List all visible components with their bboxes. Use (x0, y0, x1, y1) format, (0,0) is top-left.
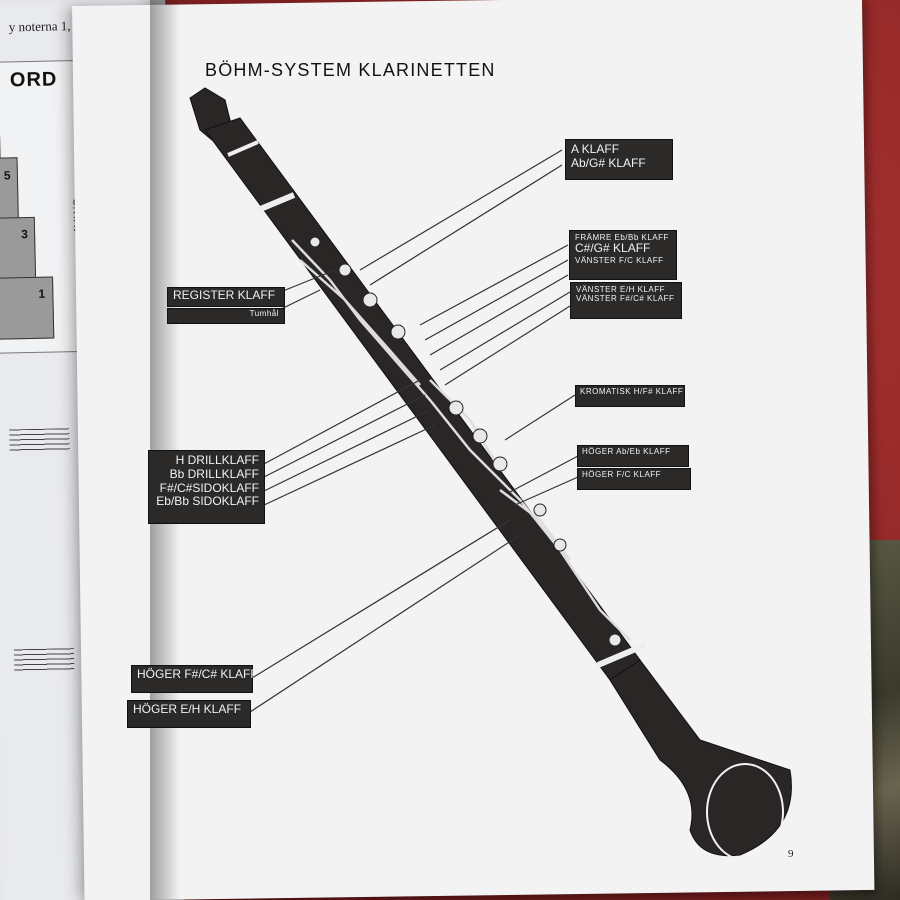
label-tumhal: Tumhål (167, 308, 285, 324)
label-hoger-ab-klaff: HÖGER Ab/Eb KLAFF (577, 445, 689, 467)
label-text: HÖGER Ab/Eb KLAFF (582, 447, 671, 456)
clarinet-body (189, 87, 792, 861)
label-framre-klaff: FRÄMRE Eb/Bb KLAFF C#/G# KLAFF VÄNSTER F… (569, 230, 677, 280)
label-vanster-klaff: VÄNSTER E/H KLAFF VÄNSTER F#/C# KLAFF (570, 282, 682, 319)
tone-holes (309, 236, 622, 647)
bell-rim (706, 763, 784, 861)
page-number: 9 (788, 848, 794, 860)
label-text: VÄNSTER F/C KLAFF (575, 255, 664, 265)
page-title: BÖHM-SYSTEM KLARINETTEN (205, 60, 496, 80)
label-text: A KLAFF (571, 142, 620, 156)
label-a-klaff: A KLAFF Ab/G# KLAFF (565, 139, 673, 180)
label-text: KROMATISK H/F# KLAFF (580, 387, 684, 396)
clarinet-bell (609, 659, 792, 857)
barrel-ring (256, 192, 296, 213)
label-text: HÖGER F#/C# KLAFF (137, 667, 258, 681)
label-drill-sido-klaffar: H DRILLKLAFF Bb DRILLKLAFF F#/C#SIDOKLAF… (148, 450, 265, 524)
bell-ring (596, 642, 647, 668)
label-text: VÄNSTER E/H KLAFF (576, 285, 665, 294)
label-text: H DRILLKLAFF (175, 453, 259, 467)
label-text: Tumhål (249, 309, 279, 318)
label-text: Ab/G# KLAFF (571, 155, 646, 170)
label-text: REGISTER KLAFF (173, 288, 276, 302)
label-text: HÖGER E/H KLAFF (133, 702, 242, 716)
label-hoger-eh-klaff: HÖGER E/H KLAFF (127, 700, 251, 728)
label-text: HÖGER F/C KLAFF (582, 470, 662, 479)
label-text: Bb DRILLKLAFF (169, 466, 259, 481)
label-text: F#/C#SIDOKLAFF (159, 480, 259, 495)
label-kromatisk-klaff: KROMATISK H/F# KLAFF (575, 385, 685, 407)
label-text: VÄNSTER F#/C# KLAFF (576, 294, 675, 304)
label-hoger-fs-klaff: HÖGER F#/C# KLAFF (131, 665, 258, 693)
label-register-klaff: REGISTER KLAFF (167, 287, 285, 307)
leader-lines (249, 149, 579, 713)
label-hoger-fc-klaff: HÖGER F/C KLAFF (577, 468, 691, 490)
label-text: C#/G# KLAFF (575, 241, 651, 256)
label-text: FRÄMRE Eb/Bb KLAFF (575, 233, 669, 242)
ligature-ring (227, 140, 259, 157)
label-text: Eb/Bb SIDOKLAFF (156, 494, 259, 509)
